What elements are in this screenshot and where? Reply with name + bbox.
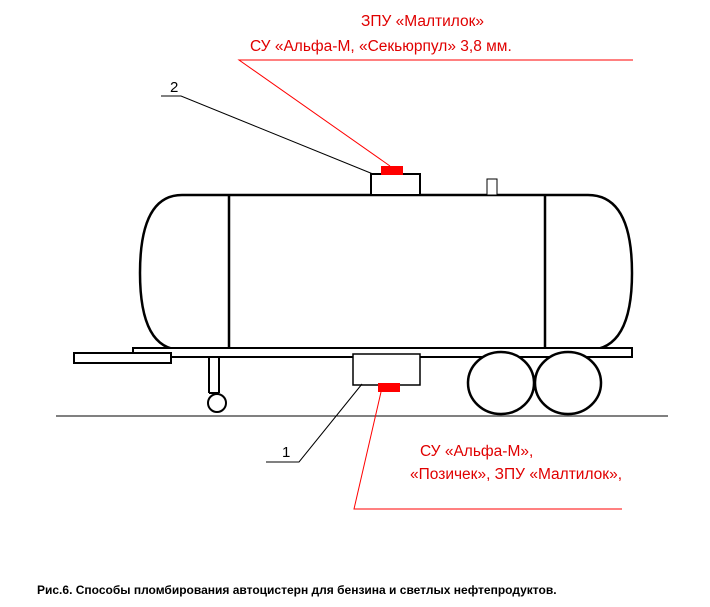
top-label-line1: ЗПУ «Малтилок» <box>361 13 484 30</box>
seal-top <box>381 166 403 175</box>
seal-bottom <box>378 383 400 392</box>
bottom-label-line1: СУ «Альфа-М», <box>420 443 533 460</box>
breather-valve <box>486 178 498 196</box>
drawbar <box>73 352 172 364</box>
top-label-line2: СУ «Альфа-М, «Секьюрпул» 3,8 мм. <box>250 38 512 55</box>
valve-box <box>352 353 421 386</box>
leader-callout-1 <box>266 383 363 463</box>
leader-top-red <box>237 59 633 167</box>
rear-wheel-1 <box>466 350 536 416</box>
callout-number-1: 1 <box>282 444 290 461</box>
manhole-hatch <box>370 173 421 196</box>
leader-bottom-red <box>353 391 622 510</box>
callout-number-2: 2 <box>170 79 178 96</box>
bottom-label-line2: «Позичек», ЗПУ «Малтилок», <box>410 466 622 483</box>
landing-wheel <box>207 393 227 413</box>
tank-body <box>138 193 634 352</box>
leader-callout-2 <box>161 95 374 175</box>
figure-caption: Рис.6. Способы пломбирования автоцистерн… <box>37 583 557 597</box>
rear-wheel-2 <box>533 350 603 416</box>
